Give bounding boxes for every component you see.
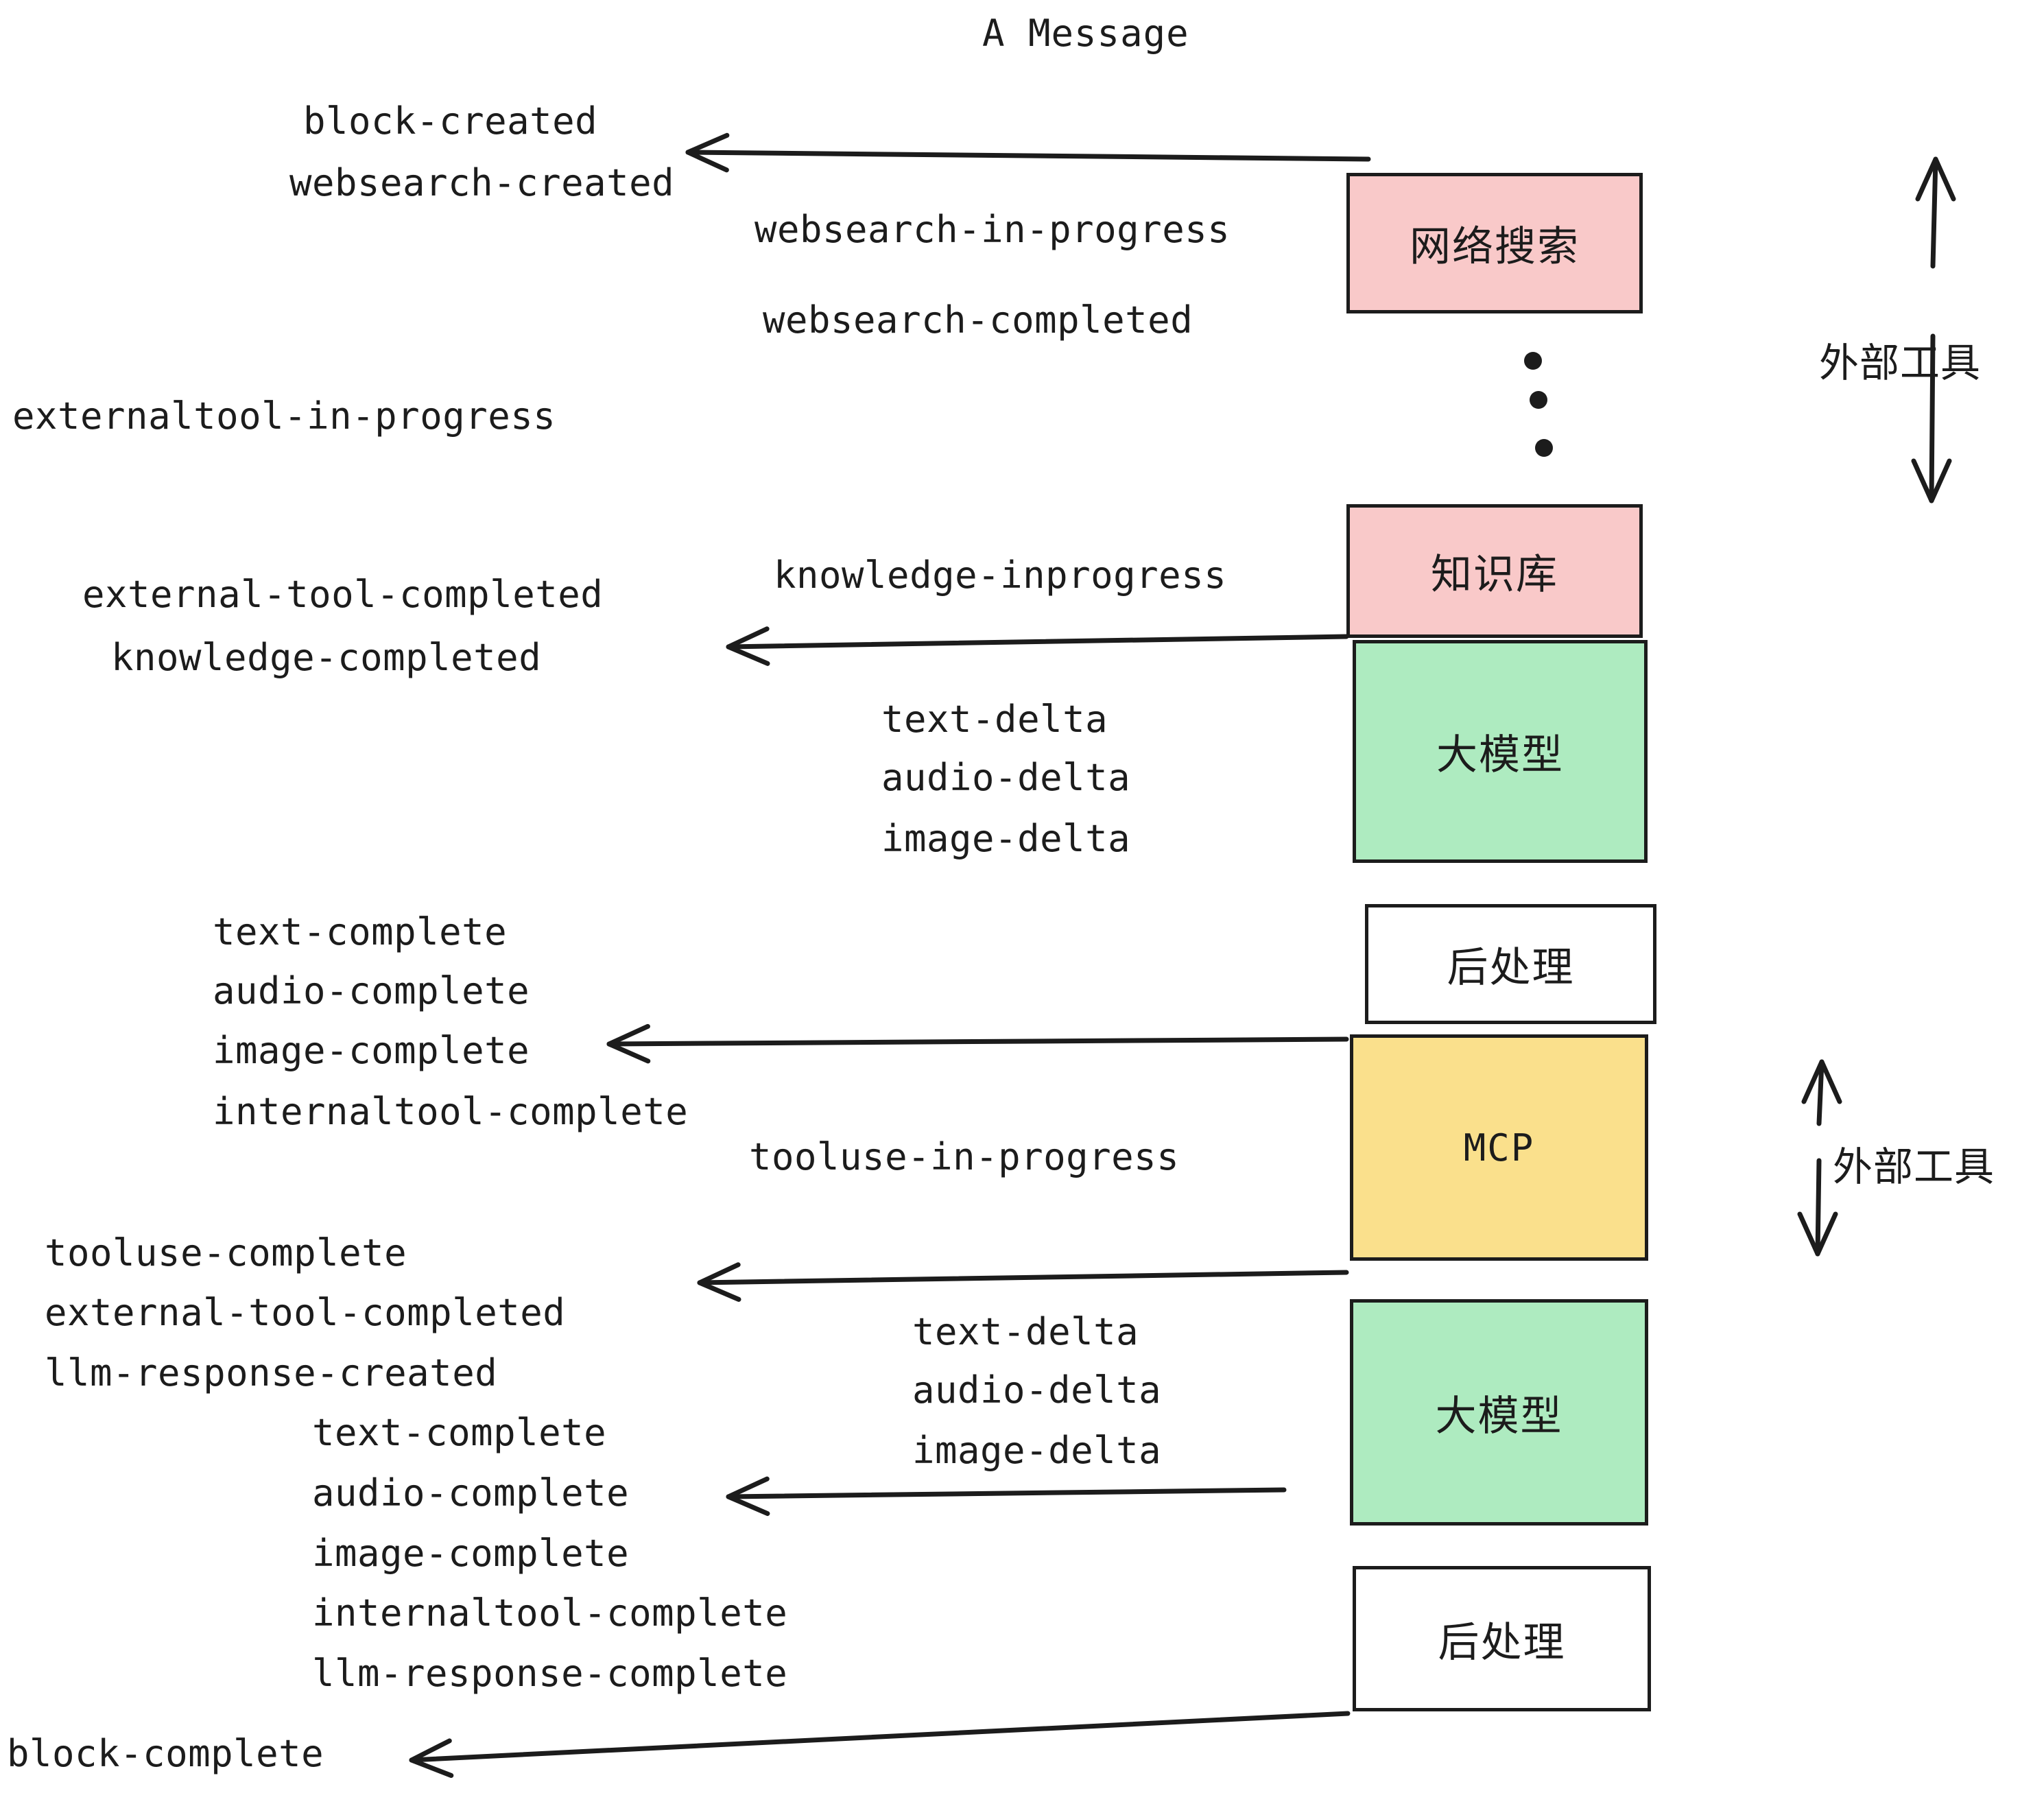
event-llm-response-complete: llm-response-complete: [312, 1652, 788, 1695]
event-text-delta-2: text-delta: [912, 1310, 1139, 1353]
event-websearch-created: websearch-created: [289, 161, 675, 204]
label-external-tool-lower: 外部工具: [1833, 1143, 1995, 1190]
event-image-complete-1: image-complete: [213, 1029, 530, 1072]
arrow-head-external-tool-down-1: [1911, 458, 1952, 503]
event-websearch-in-progress: websearch-in-progress: [754, 208, 1231, 251]
event-audio-delta-1: audio-delta: [881, 756, 1131, 799]
ellipsis-dot-3: [1535, 439, 1553, 457]
arrow-head-arrow-knowledge-completed: [726, 626, 770, 666]
box-postprocess-2: 后处理: [1353, 1566, 1651, 1711]
arrow-head-external-tool-up-1: [1915, 156, 1956, 202]
box-websearch: 网络搜索: [1346, 173, 1643, 313]
page-title: A Message: [982, 12, 1189, 55]
event-text-delta-1: text-delta: [881, 698, 1108, 741]
event-tooluse-complete: tooluse-complete: [45, 1231, 407, 1274]
event-tooluse-in-progress: tooluse-in-progress: [749, 1135, 1180, 1178]
event-audio-complete-2: audio-complete: [312, 1471, 630, 1515]
arrow-head-external-tool-down-2: [1797, 1211, 1838, 1257]
event-block-created: block-created: [303, 99, 598, 143]
arrow-head-arrow-audio-complete: [726, 1476, 770, 1517]
box-llm-2: 大模型: [1350, 1299, 1648, 1526]
arrow-head-external-tool-up-2: [1801, 1059, 1842, 1104]
box-postprocess-1: 后处理: [1365, 904, 1656, 1024]
ellipsis-dot-2: [1530, 391, 1547, 409]
box-knowledge: 知识库: [1346, 504, 1643, 638]
arrow-line-external-tool-down-2: [1815, 1158, 1822, 1257]
arrow-head-arrow-tooluse-complete: [697, 1262, 741, 1302]
arrow-line-arrow-block-complete: [409, 1711, 1351, 1763]
label-external-tool-upper: 外部工具: [1819, 340, 1982, 386]
event-knowledge-completed: knowledge-completed: [111, 636, 542, 679]
event-audio-delta-2: audio-delta: [912, 1368, 1162, 1412]
arrow-head-arrow-block-complete: [409, 1738, 454, 1778]
event-internaltool-complete-2: internaltool-complete: [312, 1591, 788, 1635]
box-mcp: MCP: [1350, 1034, 1648, 1261]
arrow-line-arrow-knowledge-completed: [726, 634, 1349, 650]
event-external-tool-completed-2: external-tool-completed: [45, 1291, 566, 1334]
arrow-line-arrow-audio-complete: [726, 1487, 1287, 1499]
event-websearch-completed: websearch-completed: [763, 298, 1193, 342]
event-image-delta-1: image-delta: [881, 817, 1131, 860]
box-llm-1: 大模型: [1353, 640, 1648, 863]
event-image-delta-2: image-delta: [912, 1429, 1162, 1472]
event-image-complete-2: image-complete: [312, 1532, 630, 1575]
event-text-complete-2: text-complete: [312, 1411, 607, 1454]
arrow-line-external-tool-up-1: [1930, 156, 1938, 269]
arrow-line-external-tool-up-2: [1816, 1059, 1825, 1126]
arrow-line-arrow-block-created: [685, 150, 1371, 162]
event-audio-complete-1: audio-complete: [213, 969, 530, 1012]
ellipsis-dot-1: [1524, 352, 1542, 370]
event-external-tool-completed-1: external-tool-completed: [82, 573, 604, 616]
event-block-complete: block-complete: [7, 1732, 324, 1775]
event-externaltool-in-progress: externaltool-in-progress: [12, 394, 556, 438]
event-text-complete-1: text-complete: [213, 910, 508, 953]
event-knowledge-inprogress: knowledge-inprogress: [774, 554, 1227, 597]
arrow-head-arrow-block-created: [685, 132, 730, 173]
arrow-line-arrow-tooluse-complete: [697, 1270, 1349, 1285]
arrow-line-arrow-image-complete: [606, 1036, 1349, 1047]
event-llm-response-created: llm-response-created: [45, 1351, 498, 1394]
event-internaltool-complete-1: internaltool-complete: [213, 1090, 689, 1133]
arrow-head-arrow-image-complete: [606, 1023, 651, 1064]
